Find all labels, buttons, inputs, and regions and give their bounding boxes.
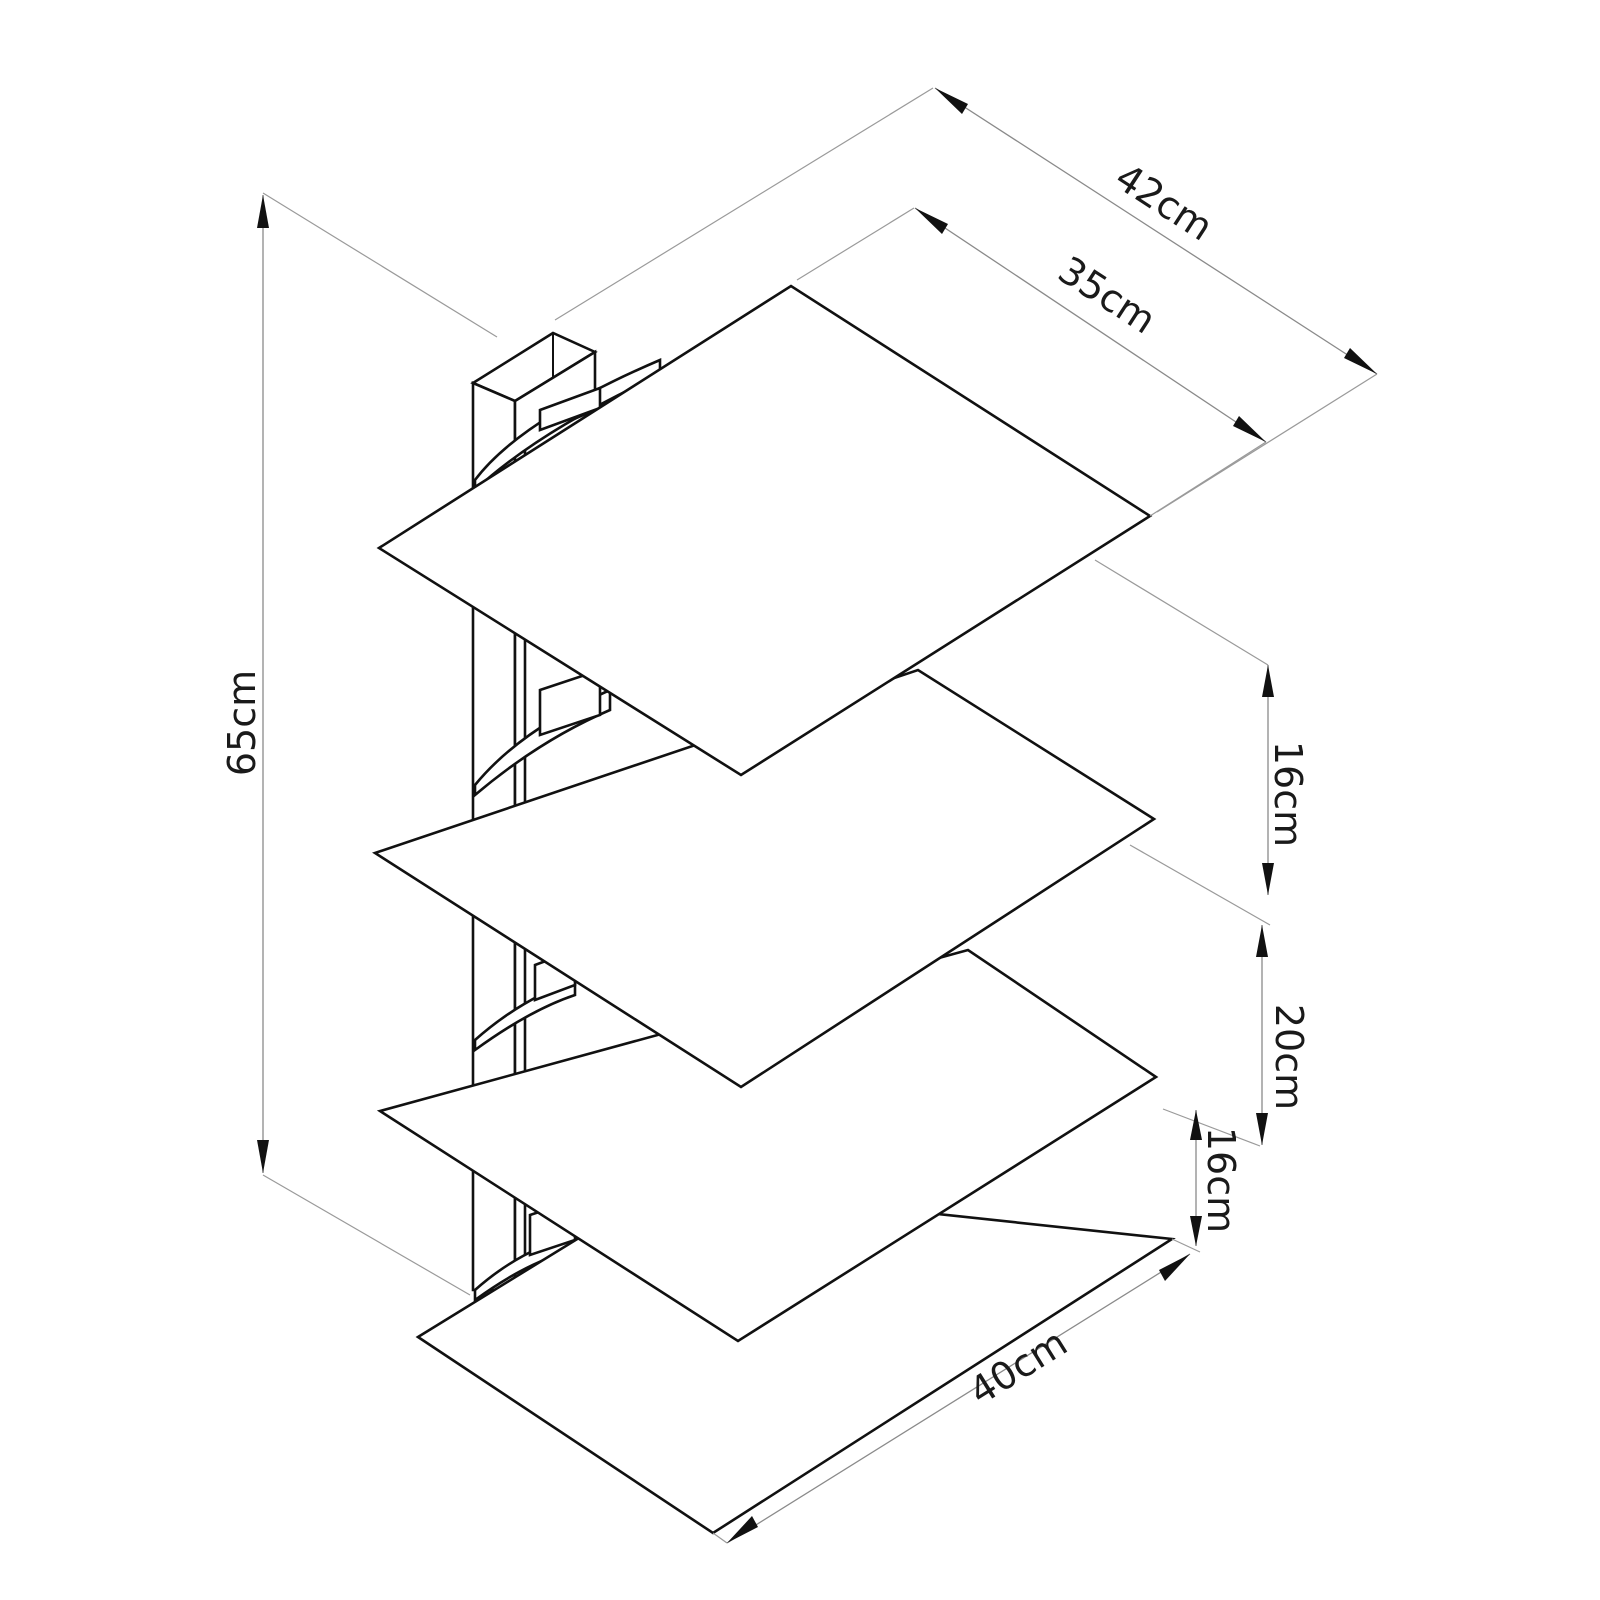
dimension-20cm xyxy=(1256,925,1268,1145)
shelf-bracket-2 xyxy=(473,668,612,798)
dimension-16cm-lower xyxy=(1190,1110,1202,1246)
dimension-40cm xyxy=(726,1253,1191,1544)
extension-lines xyxy=(262,87,1378,1544)
label-35cm: 35cm xyxy=(1051,248,1164,343)
dimension-65cm xyxy=(257,195,269,1173)
label-16cm-upper: 16cm xyxy=(1266,741,1310,847)
label-42cm: 42cm xyxy=(1108,155,1221,250)
dimension-42cm xyxy=(934,87,1378,375)
label-65cm: 65cm xyxy=(220,670,264,776)
dimension-35cm xyxy=(914,207,1267,443)
dimension-16cm-upper xyxy=(1262,665,1274,895)
label-16cm-lower: 16cm xyxy=(1199,1127,1243,1233)
label-20cm: 20cm xyxy=(1267,1004,1311,1110)
